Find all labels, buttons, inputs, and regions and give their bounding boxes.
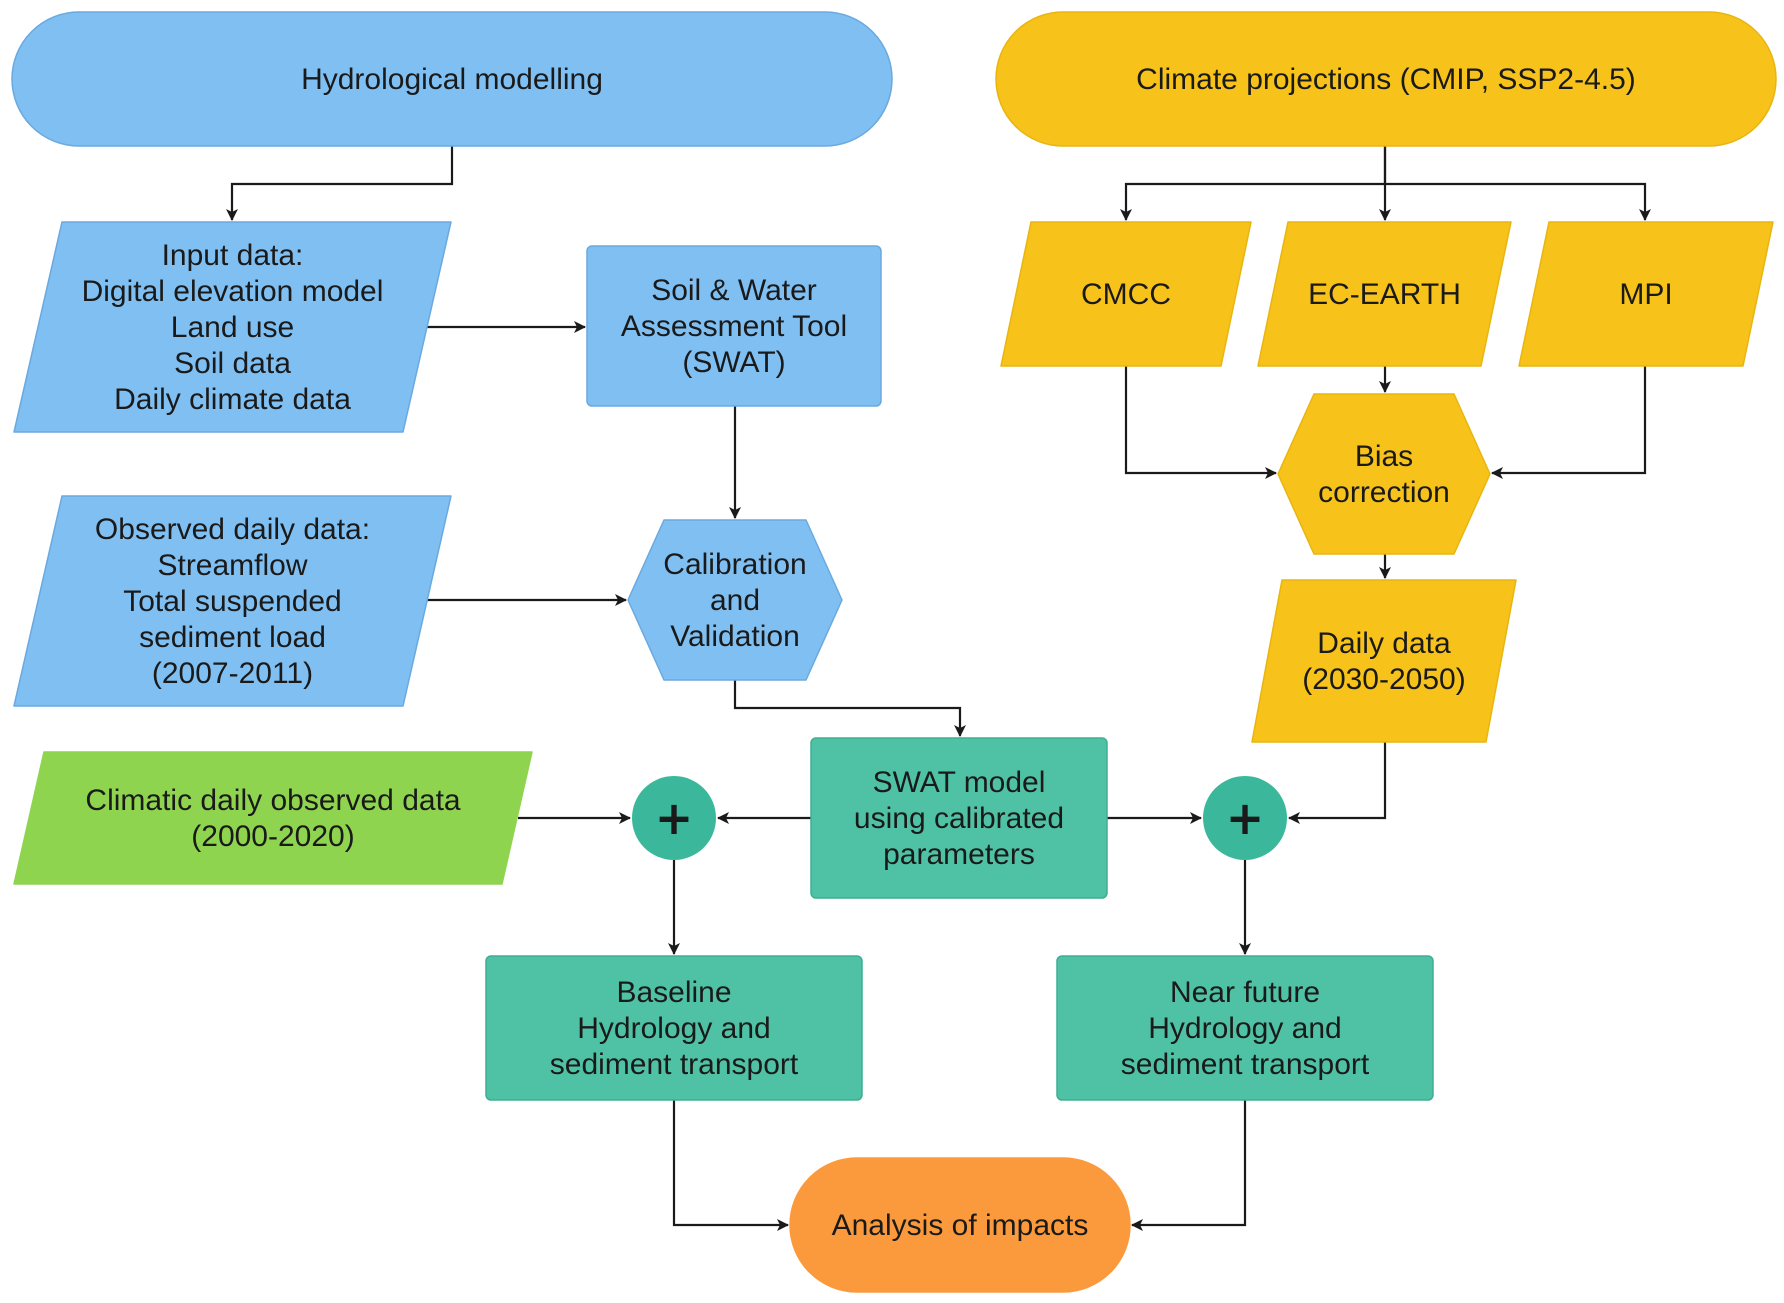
node-cmcc: CMCC bbox=[1000, 221, 1252, 367]
edge-climate-title-to-mpi bbox=[1385, 182, 1651, 221]
edge-climate-title-to-cmcc bbox=[1120, 146, 1387, 221]
node-label-line: Land use bbox=[171, 311, 294, 344]
node-label-line: Digital elevation model bbox=[82, 275, 384, 308]
node-shape bbox=[995, 11, 1777, 147]
node-join-left: + bbox=[632, 776, 716, 860]
node-analysis: Analysis of impacts bbox=[789, 1157, 1131, 1293]
edge-mpi-to-bias-correction bbox=[1491, 366, 1647, 479]
node-label-line: Daily data bbox=[1317, 627, 1451, 660]
node-label-line: correction bbox=[1318, 476, 1450, 509]
node-label-line: SWAT model bbox=[873, 766, 1046, 799]
node-join-right: + bbox=[1203, 776, 1287, 860]
join-circle bbox=[632, 776, 716, 860]
node-shape bbox=[789, 1157, 1131, 1293]
node-mpi: MPI bbox=[1518, 221, 1774, 367]
node-label-line: Streamflow bbox=[157, 549, 307, 582]
edges-layer bbox=[226, 146, 1651, 1231]
node-label-line: Validation bbox=[670, 620, 800, 653]
node-label-line: Total suspended bbox=[123, 585, 342, 618]
node-shape bbox=[627, 519, 843, 681]
node-label-line: sediment transport bbox=[1121, 1048, 1370, 1081]
node-shape bbox=[13, 221, 452, 433]
node-daily-data-future: Daily data(2030-2050) bbox=[1251, 579, 1517, 743]
node-shape bbox=[810, 737, 1108, 899]
edge-baseline-to-analysis bbox=[672, 1100, 789, 1231]
node-label-line: Hydrology and bbox=[1148, 1012, 1341, 1045]
node-label-line: (SWAT) bbox=[682, 346, 785, 379]
node-shape bbox=[1000, 221, 1252, 367]
node-label-line: using calibrated bbox=[854, 802, 1064, 835]
node-label-line: parameters bbox=[883, 838, 1035, 871]
nodes-layer: Hydrological modelling Climate projection… bbox=[11, 11, 1777, 1293]
node-label-line: Assessment Tool bbox=[621, 310, 847, 343]
node-label-line: (2007-2011) bbox=[152, 657, 313, 690]
node-label-line: Hydrological modelling bbox=[301, 63, 603, 96]
edge-calibration-to-swat-model bbox=[733, 680, 966, 737]
node-label-line: Hydrology and bbox=[577, 1012, 770, 1045]
edge-cmcc-to-bias-correction bbox=[1124, 366, 1277, 479]
node-label-line: Daily climate data bbox=[114, 383, 351, 416]
node-shape bbox=[13, 495, 452, 707]
edge-hydro-title-to-input-data bbox=[226, 146, 454, 221]
node-ec-earth: EC-EARTH bbox=[1257, 221, 1512, 367]
node-label-line: Bias bbox=[1355, 440, 1413, 473]
node-label-line: Near future bbox=[1170, 976, 1320, 1009]
node-label-line: and bbox=[710, 584, 760, 617]
node-shape bbox=[1518, 221, 1774, 367]
node-label-line: MPI bbox=[1619, 278, 1672, 311]
node-label-line: EC-EARTH bbox=[1308, 278, 1461, 311]
node-label-line: Calibration bbox=[663, 548, 806, 581]
node-shape bbox=[13, 751, 533, 885]
node-label-line: sediment load bbox=[139, 621, 326, 654]
node-label-line: Climatic daily observed data bbox=[85, 784, 460, 817]
node-shape bbox=[1277, 393, 1491, 555]
plus-icon: + bbox=[1226, 791, 1265, 845]
node-label-line: (2000-2020) bbox=[191, 820, 354, 853]
node-shape bbox=[1251, 579, 1517, 743]
node-climatic-observed: Climatic daily observed data(2000-2020) bbox=[13, 751, 533, 885]
edge-near-future-to-analysis bbox=[1131, 1100, 1247, 1231]
node-label-line: Observed daily data: bbox=[95, 513, 370, 546]
edge-daily-data-future-to-join-right bbox=[1288, 742, 1387, 824]
node-climate-title: Climate projections (CMIP, SSP2-4.5) bbox=[995, 11, 1777, 147]
node-label-line: Climate projections (CMIP, SSP2-4.5) bbox=[1136, 63, 1636, 96]
node-shape bbox=[1056, 955, 1434, 1101]
node-label-line: Soil & Water bbox=[651, 274, 817, 307]
node-hydro-title: Hydrological modelling bbox=[11, 11, 893, 147]
plus-icon: + bbox=[655, 791, 694, 845]
join-circle bbox=[1203, 776, 1287, 860]
node-label-line: CMCC bbox=[1081, 278, 1171, 311]
node-shape bbox=[586, 245, 882, 407]
node-label-line: sediment transport bbox=[550, 1048, 799, 1081]
node-label-line: (2030-2050) bbox=[1302, 663, 1465, 696]
node-label-line: Analysis of impacts bbox=[832, 1209, 1089, 1242]
node-shape bbox=[11, 11, 893, 147]
node-label-line: Soil data bbox=[174, 347, 291, 380]
node-shape bbox=[485, 955, 863, 1101]
node-shape bbox=[1257, 221, 1512, 367]
node-label-line: Input data: bbox=[162, 239, 304, 272]
node-label-line: Baseline bbox=[616, 976, 731, 1009]
